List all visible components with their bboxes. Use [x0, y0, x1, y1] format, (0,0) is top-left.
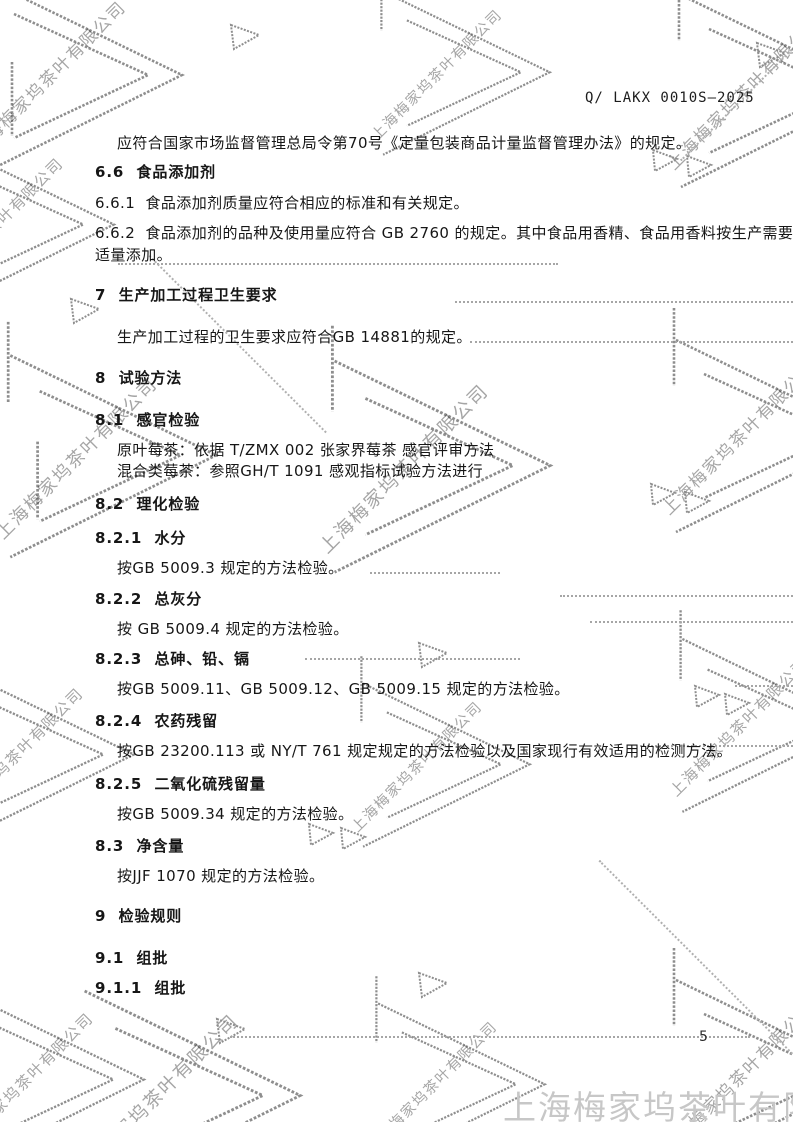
heading-8-2-5: 8.2.5 二氧化硫残留量 — [95, 775, 266, 793]
para-8-3-body: 按JJF 1070 规定的方法检验。 — [117, 867, 325, 885]
heading-9-1-1: 9.1.1 组批 — [95, 979, 187, 997]
para-8-2-2-body: 按 GB 5009.4 规定的方法检验。 — [117, 620, 349, 638]
para-scope-note: 应符合国家市场监督管理总局令第70号《定量包装商品计量监督管理办法》的规定。 — [117, 134, 692, 152]
heading-8-2-2: 8.2.2 总灰分 — [95, 590, 203, 608]
doc-number: Q/ LAKX 0010S—2025 — [585, 90, 755, 106]
heading-8-2-4: 8.2.4 农药残留 — [95, 712, 219, 730]
clause-6-6-1: 6.6.1 食品添加剂质量应符合相应的标准和有关规定。 — [95, 194, 469, 212]
para-8-1-line1: 原叶莓茶：依据 T/ZMX 002 张家界莓茶 感官评审方法 — [117, 441, 495, 459]
heading-7: 7 生产加工过程卫生要求 — [95, 286, 278, 304]
para-8-2-1-body: 按GB 5009.3 规定的方法检验。 — [117, 559, 344, 577]
para-8-2-4-body: 按GB 23200.113 或 NY/T 761 规定规定的方法检验以及国家现行… — [117, 742, 733, 760]
heading-8: 8 试验方法 — [95, 369, 183, 387]
heading-8-3: 8.3 净含量 — [95, 837, 185, 855]
para-8-2-3-body: 按GB 5009.11、GB 5009.12、GB 5009.15 规定的方法检… — [117, 680, 570, 698]
heading-8-2-3: 8.2.3 总砷、铅、镉 — [95, 650, 250, 668]
para-8-1-line2: 混合类莓茶：参照GH/T 1091 感观指标试验方法进行 — [117, 462, 484, 480]
heading-9-1: 9.1 组批 — [95, 949, 169, 967]
heading-8-2: 8.2 理化检验 — [95, 495, 201, 513]
heading-6-6: 6.6 食品添加剂 — [95, 163, 217, 181]
heading-8-1: 8.1 感官检验 — [95, 411, 201, 429]
heading-8-2-1: 8.2.1 水分 — [95, 529, 187, 547]
heading-9: 9 检验规则 — [95, 907, 183, 925]
page-number: 5 — [699, 1029, 708, 1045]
para-7-body: 生产加工过程的卫生要求应符合GB 14881的规定。 — [117, 328, 472, 346]
clause-6-6-2: 6.6.2 食品添加剂的品种及使用量应符合 GB 2760 的规定。其中食品用香… — [95, 224, 793, 242]
para-8-2-5-body: 按GB 5009.34 规定的方法检验。 — [117, 805, 354, 823]
clause-6-6-2-cont: 适量添加。 — [95, 246, 173, 264]
